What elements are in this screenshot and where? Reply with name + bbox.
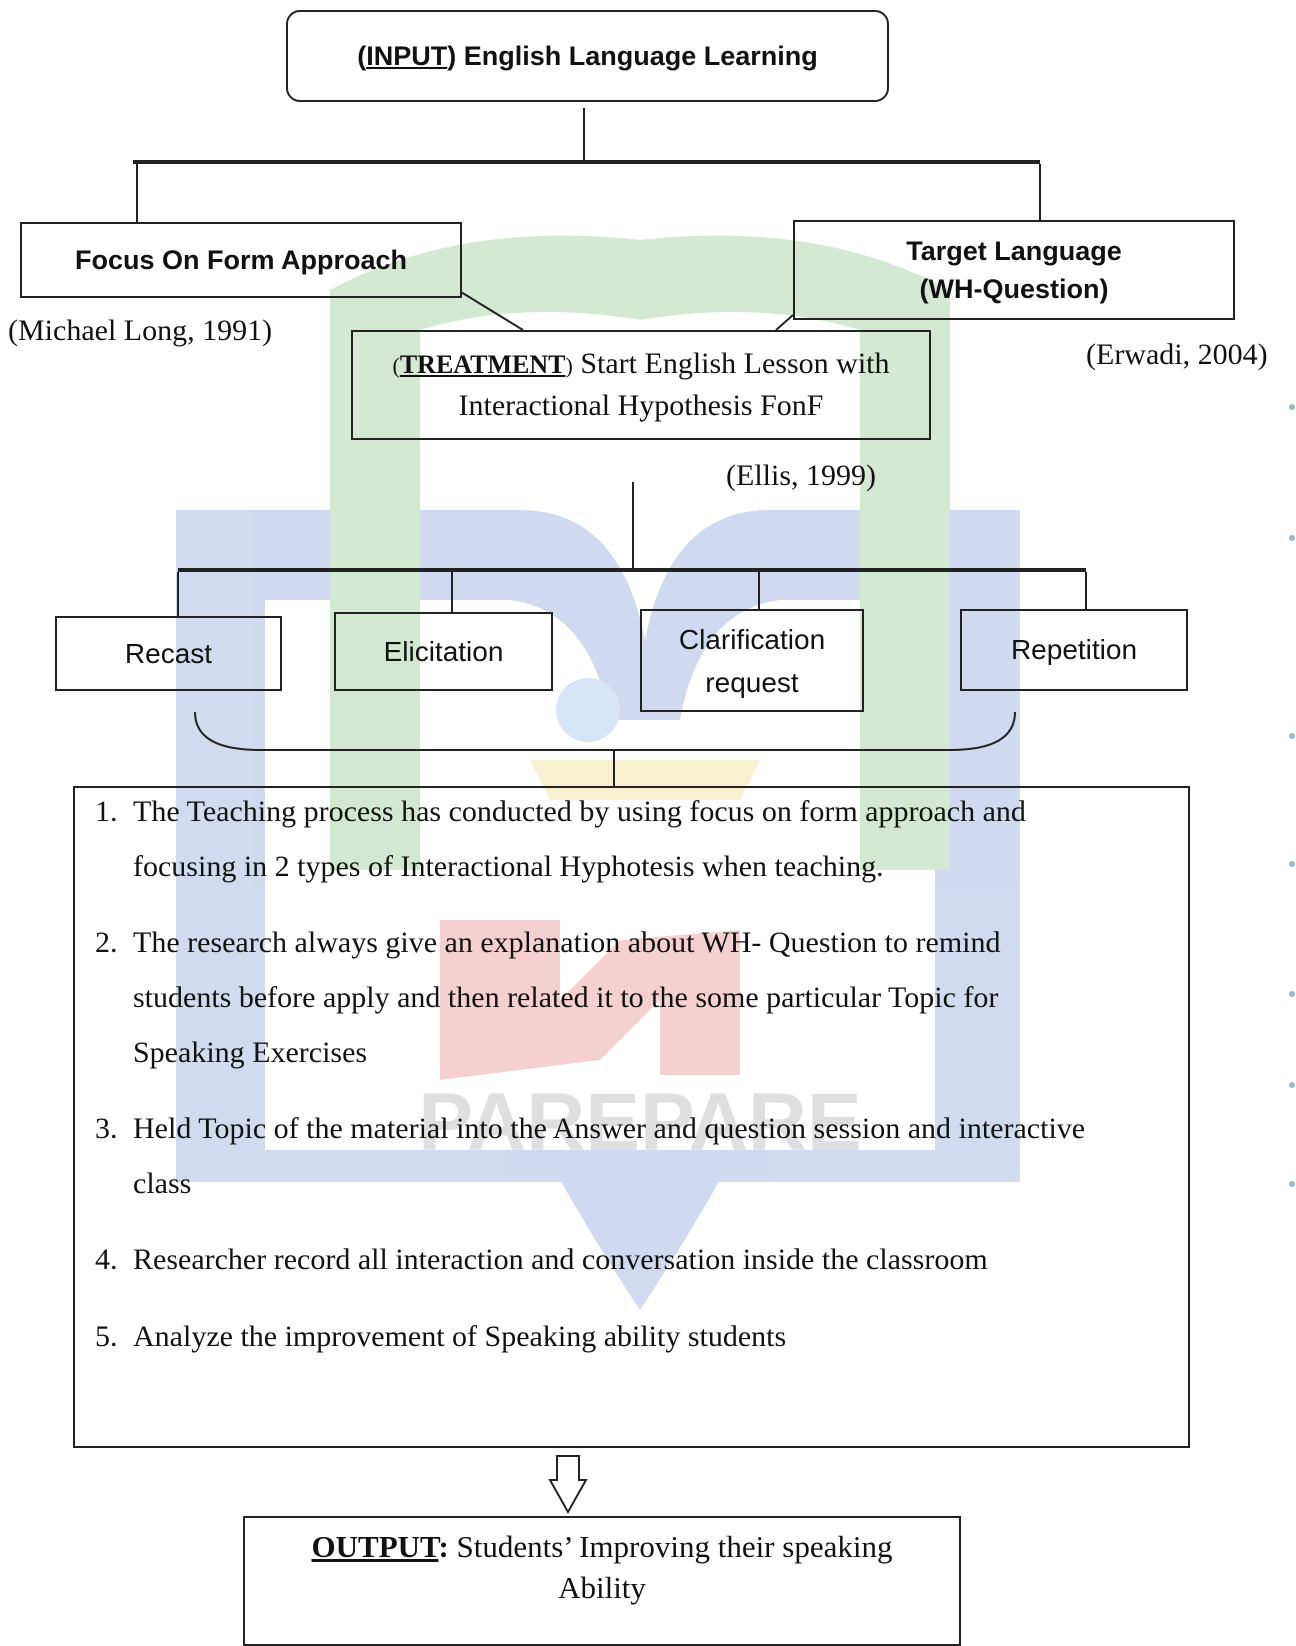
step-line: The research always give an explanation … xyxy=(133,926,1001,959)
target-to-treatment xyxy=(775,314,794,331)
watermark-blue-frame xyxy=(176,510,1020,1182)
process-steps-node: 1. The Teaching process has conducted by… xyxy=(73,786,1190,1448)
output-colon: : xyxy=(438,1529,449,1564)
clarification-label-line2: request xyxy=(705,666,799,698)
input-node: (INPUT) English Language Learning xyxy=(286,10,889,102)
watermark-drop xyxy=(560,1180,720,1310)
recast-label: Recast xyxy=(124,637,213,669)
step-line: students before apply and then related i… xyxy=(133,981,999,1014)
step-line: The Teaching process has conducted by us… xyxy=(133,795,1026,828)
treatment-line1: (TREATMENT) Start English Lesson with xyxy=(392,347,890,380)
down-arrow-icon xyxy=(548,1455,588,1515)
treatment-keyword: TREATMENT xyxy=(399,350,566,379)
step-text: The Teaching process has conducted by us… xyxy=(133,784,1173,894)
output-line1: OUTPUT: Students’ Improving their speaki… xyxy=(312,1526,893,1567)
input-text: English Language Learning xyxy=(456,40,818,71)
input-label: (INPUT) English Language Learning xyxy=(357,40,818,71)
elicitation-label: Elicitation xyxy=(383,635,504,667)
repetition-label: Repetition xyxy=(1010,634,1138,665)
grouping-brace xyxy=(194,711,1016,751)
watermark-yellow-accent xyxy=(530,760,760,800)
step-text: Held Topic of the material into the Answ… xyxy=(133,1101,1173,1211)
focus-on-form-label: Focus On Form Approach xyxy=(74,244,407,275)
fonf-to-treatment xyxy=(460,291,524,331)
treatment-node: (TREATMENT) Start English Lesson with In… xyxy=(351,330,931,440)
watermark-green-dome xyxy=(330,235,950,871)
watermark-globe xyxy=(556,678,620,742)
step-number: 4. xyxy=(95,1243,118,1276)
step-line: Speaking Exercises xyxy=(133,1036,368,1069)
target-language-line1: Target Language xyxy=(906,236,1122,266)
step-text: The research always give an explanation … xyxy=(133,915,1173,1080)
input-keyword: INPUT xyxy=(366,40,448,71)
elicitation-node: Elicitation xyxy=(334,612,553,691)
treatment-citation: (Ellis, 1999) xyxy=(726,459,876,492)
target-language-citation: (Erwadi, 2004) xyxy=(1086,338,1268,371)
recast-node: Recast xyxy=(55,616,282,691)
watermark-red-emblem xyxy=(440,920,740,1080)
step-number: 3. xyxy=(95,1112,118,1145)
step-line: focusing in 2 types of Interactional Hyp… xyxy=(133,850,884,883)
clarification-request-node: Clarification request xyxy=(640,609,864,712)
treatment-line2: Interactional Hypothesis FonF xyxy=(458,389,824,422)
target-language-line2: (WH-Question) xyxy=(919,274,1109,304)
focus-on-form-citation: (Michael Long, 1991) xyxy=(8,314,273,347)
step-number: 5. xyxy=(95,1320,118,1353)
output-line1-rest: Students’ Improving their speaking xyxy=(448,1529,893,1564)
repetition-node: Repetition xyxy=(960,609,1188,691)
output-node: OUTPUT: Students’ Improving their speaki… xyxy=(243,1516,961,1646)
step-text: Researcher record all interaction and co… xyxy=(133,1232,1173,1287)
step-number: 2. xyxy=(95,926,118,959)
step-line: Researcher record all interaction and co… xyxy=(133,1243,988,1276)
output-keyword: OUTPUT xyxy=(311,1529,439,1564)
treatment-line1-rest: Start English Lesson with xyxy=(572,347,890,380)
step-text: Analyze the improvement of Speaking abil… xyxy=(133,1309,1173,1364)
watermark-text: PAREPARE xyxy=(418,1077,861,1168)
clarification-label-line1: Clarification xyxy=(678,623,826,655)
focus-on-form-node: Focus On Form Approach xyxy=(20,222,462,298)
step-line: Held Topic of the material into the Answ… xyxy=(133,1112,1086,1145)
target-language-node: Target Language (WH-Question) xyxy=(793,220,1235,320)
step-number: 1. xyxy=(95,795,118,828)
output-line2: Ability xyxy=(558,1570,646,1605)
step-line: Analyze the improvement of Speaking abil… xyxy=(133,1320,787,1353)
step-line: class xyxy=(133,1167,192,1200)
